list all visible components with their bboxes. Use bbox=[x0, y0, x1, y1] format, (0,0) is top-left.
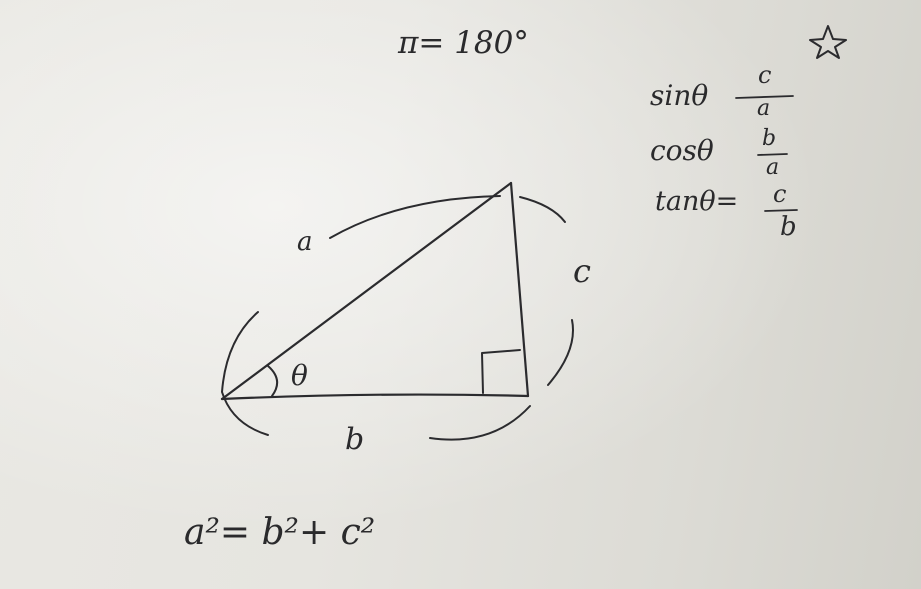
cos-numerator: b bbox=[762, 126, 777, 151]
cos-fraction-bar bbox=[757, 153, 788, 156]
tan-numerator: c bbox=[773, 180, 787, 208]
side-c-label: c bbox=[573, 252, 591, 290]
angle-theta-label: θ bbox=[291, 359, 308, 392]
vertical-side-line bbox=[509, 181, 530, 398]
cos-denominator: a bbox=[766, 155, 780, 180]
side-a-label: a bbox=[297, 227, 313, 257]
sin-denominator: a bbox=[757, 96, 771, 121]
angle-arc bbox=[267, 365, 279, 397]
brace-b bbox=[429, 405, 531, 441]
side-b-label: b bbox=[345, 422, 365, 457]
pythagorean-equation: a²= b²+ c² bbox=[184, 512, 376, 553]
sin-numerator: c bbox=[758, 61, 772, 89]
cos-label: cosθ bbox=[650, 134, 714, 167]
hypotenuse-line bbox=[220, 181, 513, 401]
tan-denominator: b bbox=[780, 212, 797, 242]
tan-label: tanθ= bbox=[655, 186, 739, 217]
pi-equation: π= 180° bbox=[398, 25, 529, 61]
brace-c-bottom bbox=[547, 319, 574, 386]
brace-c-top bbox=[519, 196, 566, 223]
tan-fraction-bar bbox=[764, 209, 798, 212]
right-angle-marker bbox=[481, 349, 521, 394]
sin-fraction-bar bbox=[735, 95, 794, 99]
brace-left bbox=[221, 311, 269, 436]
base-line bbox=[220, 393, 530, 401]
sin-label: sinθ bbox=[650, 79, 709, 112]
brace-a bbox=[329, 195, 501, 239]
star-icon bbox=[809, 25, 847, 59]
